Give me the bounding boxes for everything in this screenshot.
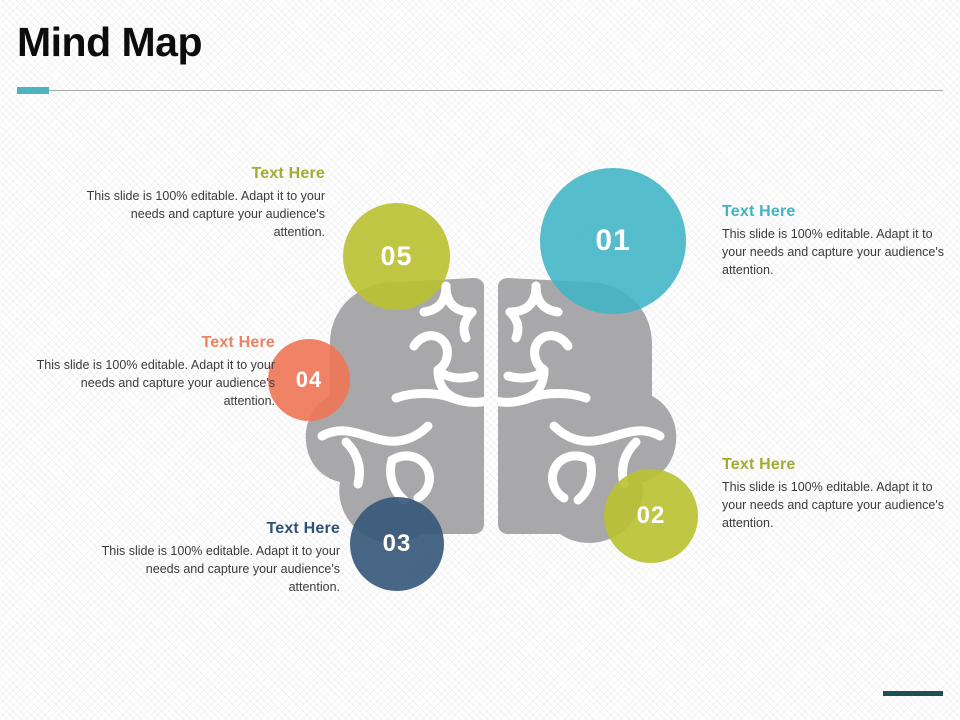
node-01[interactable]: 01 [540,168,686,314]
text-block-04-body: This slide is 100% editable. Adapt it to… [36,358,275,408]
corner-accent-bar [883,691,943,696]
text-block-01-heading: Text Here [722,203,796,220]
text-block-02-body: This slide is 100% editable. Adapt it to… [722,480,944,530]
text-block-02: Text Here This slide is 100% editable. A… [722,456,944,532]
text-block-03-body: This slide is 100% editable. Adapt it to… [101,544,340,594]
title-divider [17,87,943,94]
node-02[interactable]: 02 [604,469,698,563]
text-block-05-heading: Text Here [251,165,325,182]
page-title: Mind Map [17,19,203,65]
text-block-04-heading: Text Here [201,334,275,351]
divider-line [17,90,943,91]
divider-accent-bar [17,87,49,94]
text-block-01-body: This slide is 100% editable. Adapt it to… [722,227,944,277]
text-block-05-body: This slide is 100% editable. Adapt it to… [86,189,325,239]
node-03[interactable]: 03 [350,497,444,591]
text-block-05: Text Here This slide is 100% editable. A… [80,165,325,241]
text-block-01: Text Here This slide is 100% editable. A… [722,203,944,279]
text-block-03: Text Here This slide is 100% editable. A… [95,520,340,596]
text-block-03-heading: Text Here [266,520,340,537]
node-04[interactable]: 04 [268,339,350,421]
text-block-02-heading: Text Here [722,456,796,473]
text-block-04: Text Here This slide is 100% editable. A… [30,334,275,410]
node-05[interactable]: 05 [343,203,450,310]
